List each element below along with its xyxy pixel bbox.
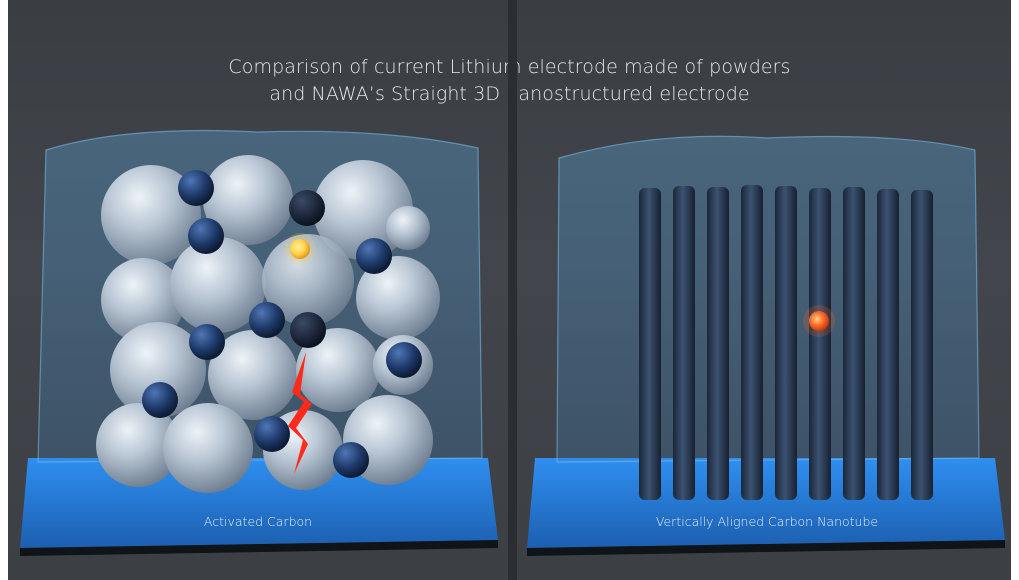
base-plate-edge-right (527, 540, 1005, 556)
lithium-ion-left (290, 239, 310, 259)
caption-activated-carbon: Activated Carbon (203, 514, 313, 529)
carbon-nanotubes (639, 185, 933, 500)
illustration-frame: Comparison of current Lithium electrode … (8, 0, 1011, 580)
panel-divider (508, 0, 517, 580)
electrode-base-plate (20, 458, 498, 548)
carbon-nanotube-scene: Vertically Aligned Carbon Nanotube (517, 0, 1011, 580)
activated-carbon-scene: Activated Carbon (8, 0, 508, 580)
lithium-ion-glow (284, 233, 316, 265)
base-plate-edge (20, 540, 498, 556)
caption-carbon-nanotube: Vertically Aligned Carbon Nanotube (655, 514, 879, 529)
electrolyte-volume-right (556, 135, 980, 463)
lithium-ion-right (809, 311, 829, 331)
dark-blue-particles (142, 170, 422, 478)
powder-spheres (96, 155, 440, 493)
electrode-base-plate-right (527, 458, 1005, 548)
crack-icon (288, 352, 312, 474)
